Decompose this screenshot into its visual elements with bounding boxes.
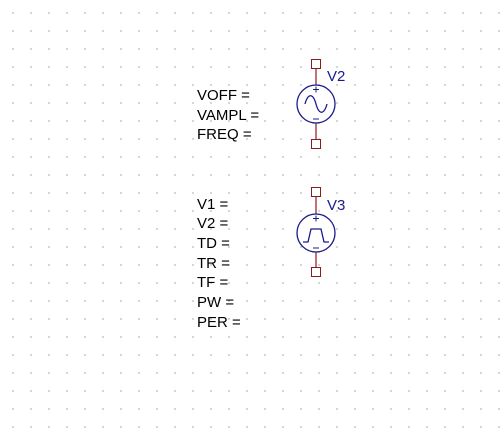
source-v2-param-voff[interactable]: VOFF = [197,87,250,104]
source-v2-bottom-pin[interactable] [311,139,321,149]
source-v2-top-pin[interactable] [311,59,321,69]
source-v3-param-td[interactable]: TD = [197,235,230,252]
source-v3-top-pin[interactable] [311,187,321,197]
source-v3-param-v1[interactable]: V1 = [197,196,229,213]
pulse-wave-icon [303,228,329,243]
source-v2-symbol[interactable] [296,59,336,149]
source-v3-symbol[interactable] [296,187,336,277]
source-v3-bottom-pin[interactable] [311,267,321,277]
source-v3-param-tf[interactable]: TF = [197,274,229,291]
source-v3-param-v2[interactable]: V2 = [197,215,229,232]
source-v3-param-per[interactable]: PER = [197,314,241,331]
source-v2-param-vampl[interactable]: VAMPL = [197,107,260,124]
source-v3-param-pw[interactable]: PW = [197,294,235,311]
sine-wave-icon [304,95,328,113]
source-v3-param-tr[interactable]: TR = [197,255,230,272]
source-v3-ref-label[interactable]: V3 [327,197,346,214]
source-v2-ref-label[interactable]: V2 [327,68,346,85]
source-v2-param-freq[interactable]: FREQ = [197,126,252,143]
